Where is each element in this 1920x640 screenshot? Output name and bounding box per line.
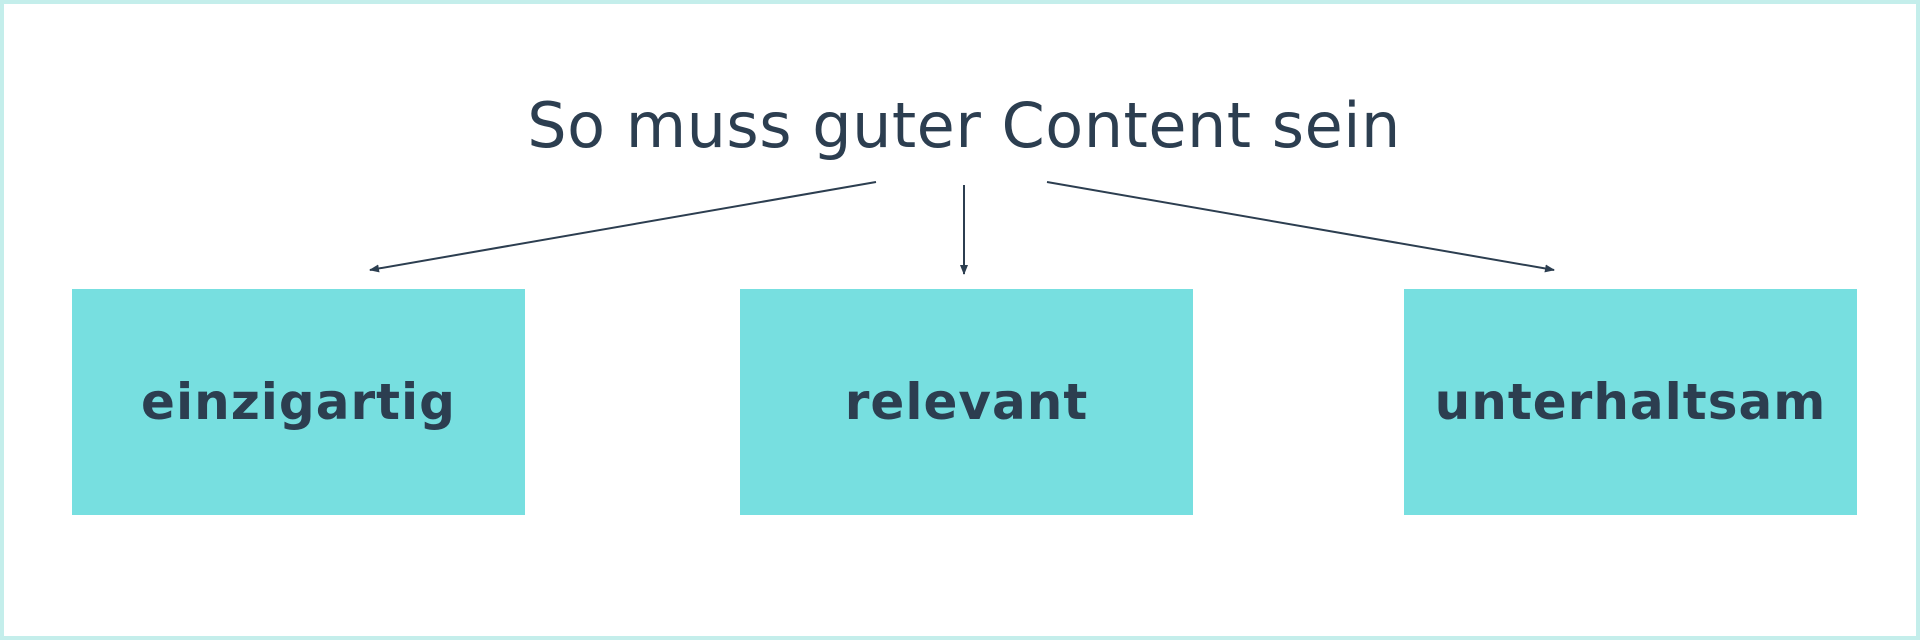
diagram-title: So muss guter Content sein bbox=[527, 89, 1401, 162]
box-label: unterhaltsam bbox=[1434, 373, 1827, 431]
arrow-right bbox=[1046, 181, 1555, 273]
arrow-left bbox=[369, 181, 877, 273]
box-unterhaltsam: unterhaltsam bbox=[1404, 289, 1857, 515]
box-relevant: relevant bbox=[740, 289, 1193, 515]
box-einzigartig: einzigartig bbox=[72, 289, 525, 515]
box-label: relevant bbox=[844, 373, 1089, 431]
box-label: einzigartig bbox=[141, 373, 456, 431]
arrows-layer bbox=[369, 181, 1555, 275]
